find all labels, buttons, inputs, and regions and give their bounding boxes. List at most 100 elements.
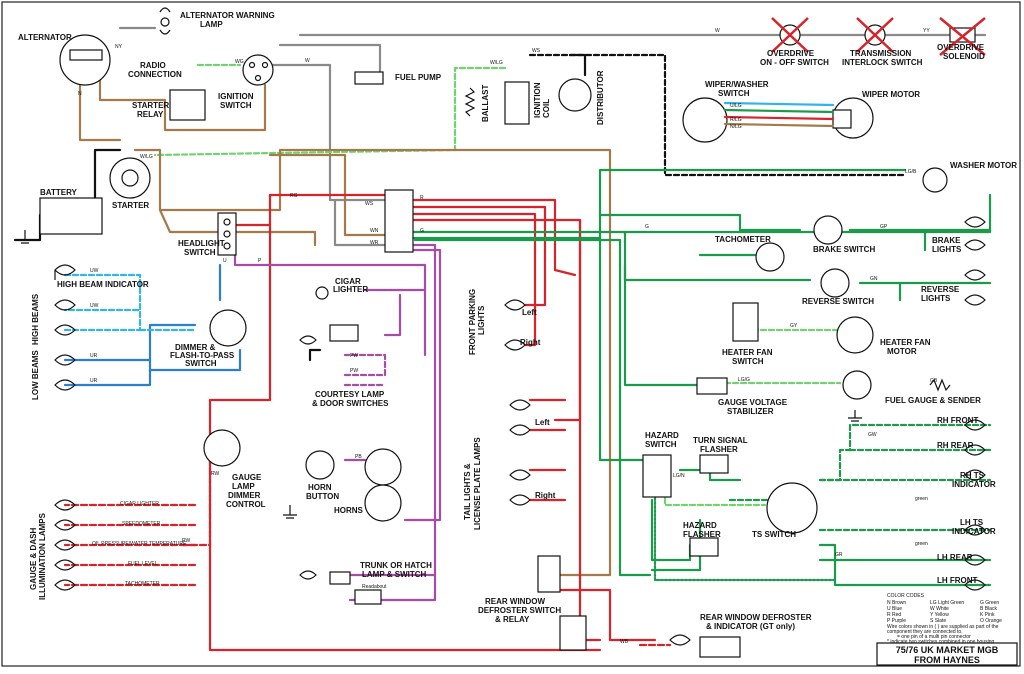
label-rear-defrost-sw-2: DEFROSTER SWITCH xyxy=(478,606,561,615)
code-wg: WG xyxy=(235,59,244,65)
label-starter-relay: STARTER xyxy=(132,101,169,110)
bulb-courtesy xyxy=(299,335,317,345)
code-ws: WS xyxy=(532,48,541,54)
label-starter: STARTER xyxy=(112,201,149,210)
label-ts-switch: TS SWITCH xyxy=(752,530,796,539)
code-gn: GN xyxy=(870,276,878,282)
label-gauge-lamp-2: LAMP xyxy=(232,482,255,491)
code-wb: WB xyxy=(620,639,629,645)
code-w-2: W xyxy=(305,58,310,64)
legend-row-1-b: W White xyxy=(930,606,949,612)
code-rw: RW xyxy=(211,471,220,477)
code-gy: GY xyxy=(790,323,798,329)
legend-note-4: * indicate two switches combined in one … xyxy=(887,639,995,645)
label-wiper-switch-2: SWITCH xyxy=(718,89,750,98)
label-ign-coil-2: COIL xyxy=(542,99,551,118)
code-g: G xyxy=(420,228,424,234)
label-hazard-flasher: HAZARD xyxy=(683,521,717,530)
label-radio-2: CONNECTION xyxy=(128,70,182,79)
label-cigar-2: LIGHTER xyxy=(333,285,368,294)
label-oil-l: OIL PRESSURE/WATER TEMPERATURE xyxy=(92,541,187,547)
label-headlight: HEADLIGHT xyxy=(178,239,225,248)
label-left-front: Left xyxy=(522,308,537,317)
distributor-symbol xyxy=(558,78,592,112)
label-tail-lights: TAIL LIGHTS & xyxy=(463,463,472,520)
label-horn-button-2: BUTTON xyxy=(306,492,339,501)
legend-row-1-c: B Black xyxy=(980,606,997,612)
code-ur-2: UR xyxy=(90,378,98,384)
label-dimmer-2: FLASH-TO-PASS xyxy=(170,351,235,360)
legend-note-1: Wire colors shown in ( ) are supplied as… xyxy=(887,624,999,630)
label-brake-lights: BRAKE xyxy=(932,236,961,245)
legend-title: COLOR CODES xyxy=(887,593,925,599)
label-low-beams: LOW BEAMS xyxy=(31,350,40,400)
code-ulg: U/LG xyxy=(730,103,742,109)
label-hazard-switch: HAZARD xyxy=(645,431,679,440)
label-rh-ts-2: INDICATOR xyxy=(952,480,996,489)
label-gauge-lamp-3: DIMMER xyxy=(228,491,261,500)
bulb-brake xyxy=(964,216,986,251)
label-fuel-pump: FUEL PUMP xyxy=(395,73,442,82)
fuel-gauge-symbol xyxy=(842,370,872,400)
color-code-legend: COLOR CODES N Brown LG Light Green G Gre… xyxy=(887,593,1002,645)
label-gauge-dash-2: ILLUMINATION LAMPS xyxy=(38,512,47,600)
label-tail-lights-2: LICENSE PLATE LAMPS xyxy=(473,437,482,530)
title-line-2: FROM HAYNES xyxy=(914,655,980,665)
label-turn-flasher: TURN SIGNAL xyxy=(693,436,748,445)
label-overdrive: OVERDRIVE xyxy=(767,49,815,58)
code-rg: RG xyxy=(290,193,298,199)
label-rear-defrost: REAR WINDOW DEFROSTER xyxy=(700,613,812,622)
code-w: W xyxy=(715,28,720,34)
cigar-lighter-symbol xyxy=(315,286,329,300)
label-ign-coil: IGNITION xyxy=(533,82,542,118)
gauge-dimmer-symbol xyxy=(203,429,241,467)
label-overdrive-2: ON - OFF SWITCH xyxy=(760,58,829,67)
label-reverse-lights: REVERSE xyxy=(921,285,960,294)
label-rear-defrost-sw-3: & RELAY xyxy=(495,615,530,624)
code-g-2: G xyxy=(645,224,649,230)
label-dimmer: DIMMER & xyxy=(175,343,216,352)
horn-button-symbol xyxy=(305,450,335,480)
legend-row-3-a: P Purple xyxy=(887,618,906,624)
label-solenoid: OVERDRIVE xyxy=(937,43,985,52)
label-solenoid-2: SOLENOID xyxy=(943,52,985,61)
code-pw-2: PW xyxy=(350,368,358,374)
gauge-stabilizer-symbol xyxy=(696,377,728,395)
label-ignition-2: SWITCH xyxy=(220,101,252,110)
label-trunk: TRUNK OR HATCH xyxy=(360,561,432,570)
label-heater-motor-2: MOTOR xyxy=(887,347,917,356)
legend-row-0-a: N Brown xyxy=(887,600,906,606)
label-high-beams: HIGH BEAMS xyxy=(31,293,40,345)
code-gr: GR xyxy=(835,552,843,558)
legend-row-2-a: R Red xyxy=(887,612,901,618)
label-wiper-motor: WIPER MOTOR xyxy=(862,90,920,99)
defroster-relay-symbol xyxy=(559,615,587,651)
code-wr: WR xyxy=(370,240,379,246)
label-rear-defrost-sw: REAR WINDOW xyxy=(485,597,545,606)
label-front-parking-2: LIGHTS xyxy=(477,305,486,335)
code-pb: PB xyxy=(355,454,362,460)
starter-relay-symbol xyxy=(169,89,206,121)
label-tach-l: TACHOMETER xyxy=(125,581,160,587)
title-line-1: 75/76 UK MARKET MGB xyxy=(896,645,999,655)
label-speedometer-l: SPEEDOMETER xyxy=(122,521,161,527)
code-wlg: W/LG xyxy=(490,60,503,66)
legend-row-0-b: LG Light Green xyxy=(930,600,964,606)
label-cigar: CIGAR xyxy=(335,277,361,286)
label-heater-switch-2: SWITCH xyxy=(732,357,764,366)
code-yy: YY xyxy=(923,28,930,34)
heater-motor-symbol xyxy=(836,316,874,354)
code-lgb: LG/B xyxy=(905,169,917,175)
bulb-dash xyxy=(54,499,76,591)
bulb-high-beam-indicator xyxy=(54,264,76,280)
label-left-rear: Left xyxy=(535,418,550,427)
code-uw: UW xyxy=(90,268,99,274)
bulb-defroster-indicator xyxy=(669,634,691,646)
label-horns: HORNS xyxy=(334,506,364,515)
label-brake-switch: BRAKE SWITCH xyxy=(813,245,875,254)
dimmer-switch-symbol xyxy=(209,309,247,347)
label-tachometer: TACHOMETER xyxy=(715,235,771,244)
